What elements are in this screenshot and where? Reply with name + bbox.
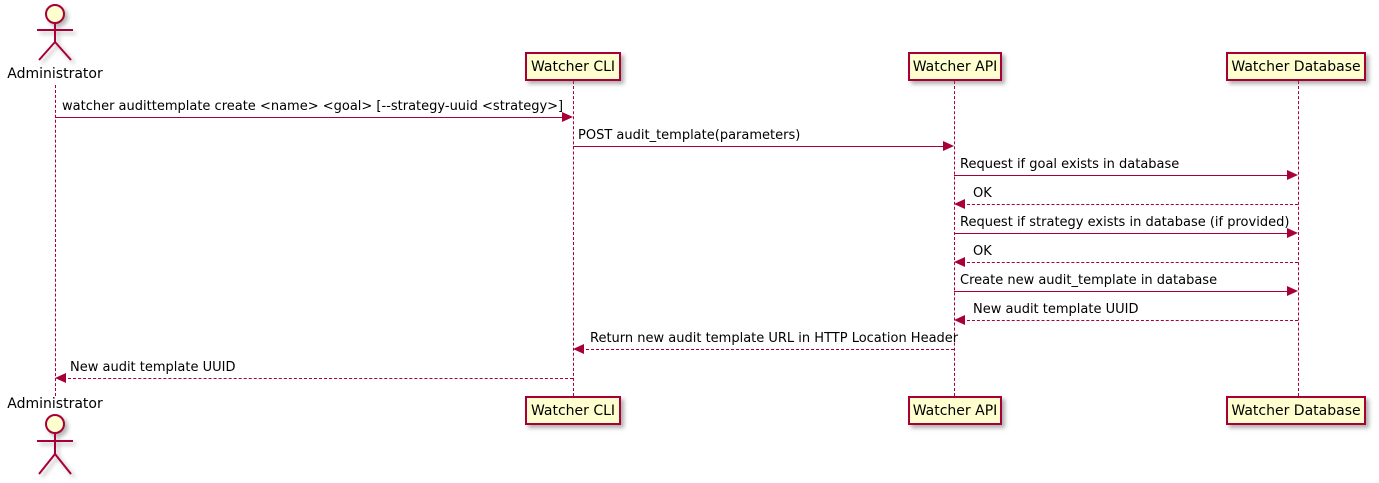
lifeline-administrator xyxy=(55,85,56,396)
participant-label: Watcher API xyxy=(912,402,998,419)
lifeline-watcher-database xyxy=(1298,81,1299,396)
message-1-arrowhead-icon xyxy=(562,112,573,122)
message-6-line xyxy=(962,262,1298,263)
message-1-line xyxy=(55,117,565,118)
participant-watcher-cli-top: Watcher CLI xyxy=(525,52,621,81)
participant-label: Watcher API xyxy=(912,58,998,75)
participant-watcher-api-bottom: Watcher API xyxy=(908,396,1002,425)
lifeline-watcher-api xyxy=(954,81,955,396)
message-5-arrowhead-icon xyxy=(1287,228,1298,238)
participant-label: Watcher CLI xyxy=(530,402,616,419)
message-4-arrowhead-icon xyxy=(954,199,965,209)
message-7-label: Create new audit_template in database xyxy=(960,273,1218,288)
message-8-label: New audit template UUID xyxy=(973,302,1139,317)
message-5-label: Request if strategy exists in database (… xyxy=(960,215,1290,230)
lifeline-watcher-cli xyxy=(573,81,574,396)
participant-watcher-database-top: Watcher Database xyxy=(1226,52,1366,81)
message-3-label: Request if goal exists in database xyxy=(960,157,1180,172)
message-8-arrowhead-icon xyxy=(954,315,965,325)
message-3-line xyxy=(954,175,1290,176)
message-2-label: POST audit_template(parameters) xyxy=(578,128,801,143)
message-9-line xyxy=(581,349,954,350)
participant-watcher-cli-bottom: Watcher CLI xyxy=(525,396,621,425)
message-9-arrowhead-icon xyxy=(573,344,584,354)
message-8-line xyxy=(962,320,1298,321)
message-2-arrowhead-icon xyxy=(943,141,954,151)
message-4-label: OK xyxy=(973,186,992,201)
message-9-label: Return new audit template URL in HTTP Lo… xyxy=(590,331,959,346)
message-5-line xyxy=(954,233,1290,234)
participant-label: Watcher Database xyxy=(1231,402,1361,419)
message-7-arrowhead-icon xyxy=(1287,286,1298,296)
actor-label-administrator-top: Administrator xyxy=(7,66,103,82)
actor-label-administrator-bottom: Administrator xyxy=(7,396,103,412)
message-3-arrowhead-icon xyxy=(1287,170,1298,180)
message-1-label: watcher audittemplate create <name> <goa… xyxy=(62,99,564,114)
message-6-label: OK xyxy=(973,244,992,259)
message-10-label: New audit template UUID xyxy=(70,360,236,375)
administrator-actor-icon xyxy=(37,414,73,475)
participant-label: Watcher CLI xyxy=(530,58,616,75)
participant-watcher-database-bottom: Watcher Database xyxy=(1226,396,1366,425)
message-6-arrowhead-icon xyxy=(954,257,965,267)
administrator-actor-icon xyxy=(37,4,73,61)
participant-label: Watcher Database xyxy=(1231,58,1361,75)
message-10-arrowhead-icon xyxy=(55,373,66,383)
message-4-line xyxy=(962,204,1298,205)
message-2-line xyxy=(573,146,946,147)
message-10-line xyxy=(63,378,573,379)
message-7-line xyxy=(954,291,1290,292)
participant-watcher-api-top: Watcher API xyxy=(908,52,1002,81)
